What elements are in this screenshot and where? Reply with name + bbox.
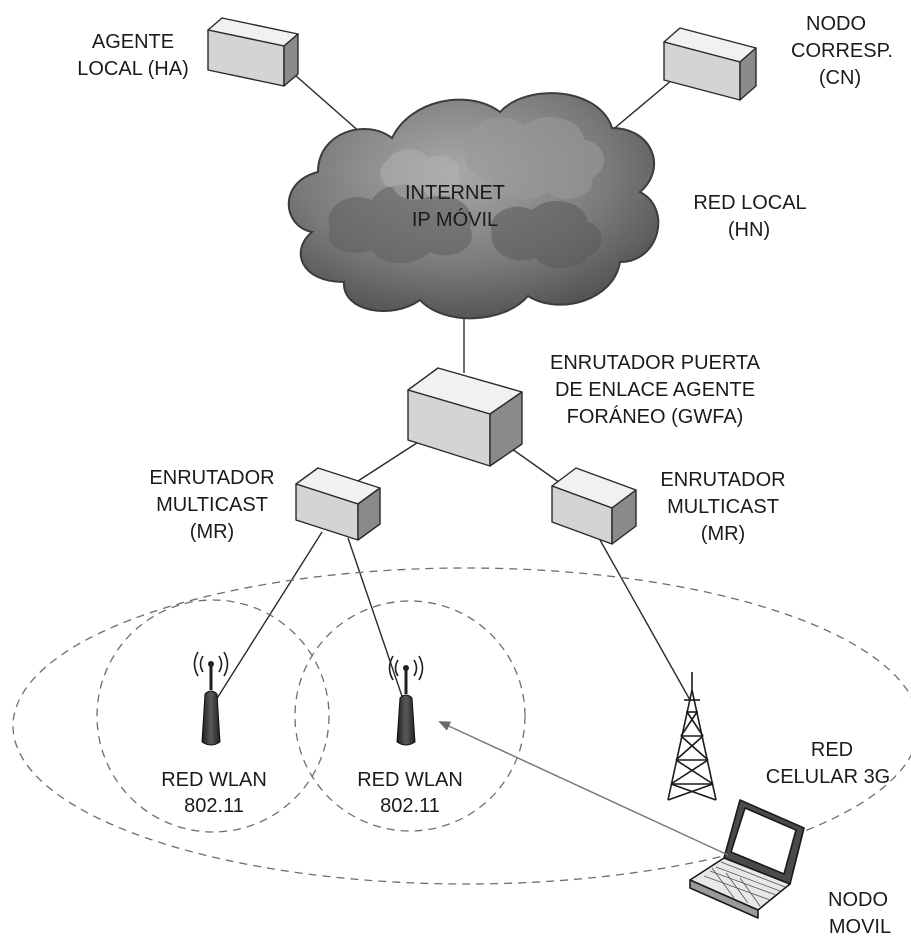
link-mr-left-ap2 (347, 537, 406, 706)
gw-label-line1: ENRUTADOR PUERTA (550, 352, 761, 374)
internet-label-line2: IP MÓVIL (412, 208, 498, 231)
wlan1-coverage (96, 599, 330, 833)
wlan1-label-line1: RED WLAN (161, 769, 267, 791)
wlan2-label-line1: RED WLAN (357, 769, 463, 791)
labels: AGENTE LOCAL (HA) NODO CORRESP. (CN) INT… (77, 13, 893, 938)
link-cn-internet (609, 79, 673, 133)
wlan2-coverage (294, 600, 526, 832)
mr-right-router-box-icon (551, 467, 637, 545)
cn-label-line3: (CN) (819, 67, 861, 89)
link-mr-left-ap1 (215, 531, 323, 701)
ap1-wireless-antenna-icon (193, 651, 229, 746)
link-mr-right-tower (599, 539, 691, 701)
internet-label-line1: INTERNET (405, 182, 505, 204)
cloud-icon (287, 92, 660, 320)
mn-label-line1: NODO (828, 889, 888, 911)
mr-left-label-line2: MULTICAST (156, 494, 268, 516)
ap2-wireless-antenna-icon (388, 655, 424, 746)
gateway-router-box-icon (407, 367, 523, 467)
hn-label-line1: RED LOCAL (693, 192, 806, 214)
mobility-arrow (438, 721, 729, 856)
cn-server-box-icon (663, 27, 757, 101)
wlan1-label-line2: 802.11 (184, 795, 244, 817)
mn-label-line2: MOVIL (829, 916, 891, 938)
cell-label-line1: RED (811, 739, 853, 761)
gw-label-line3: FORÁNEO (GWFA) (567, 405, 744, 428)
hn-label-line2: (HN) (728, 219, 770, 241)
coverage-areas (12, 567, 911, 885)
mr-left-router-box-icon (295, 467, 381, 541)
mr-right-label-line2: MULTICAST (667, 496, 779, 518)
cn-label-line2: CORRESP. (791, 40, 893, 62)
cn-label-line1: NODO (806, 13, 866, 35)
mr-right-label-line1: ENRUTADOR (660, 469, 785, 491)
mr-left-label-line1: ENRUTADOR (149, 467, 274, 489)
mr-right-label-line3: (MR) (701, 523, 745, 545)
cell-label-line2: CELULAR 3G (766, 766, 891, 788)
mr-left-label-line3: (MR) (190, 521, 234, 543)
gw-label-line2: DE ENLACE AGENTE (555, 379, 755, 401)
laptop-icon (689, 799, 805, 919)
wlan2-label-line2: 802.11 (380, 795, 440, 817)
ha-server-box-icon (207, 17, 299, 87)
cell-tower-icon (667, 672, 717, 801)
ha-label-line2: LOCAL (HA) (77, 58, 189, 80)
ha-label-line1: AGENTE (92, 31, 174, 53)
cellular-coverage (12, 567, 911, 885)
